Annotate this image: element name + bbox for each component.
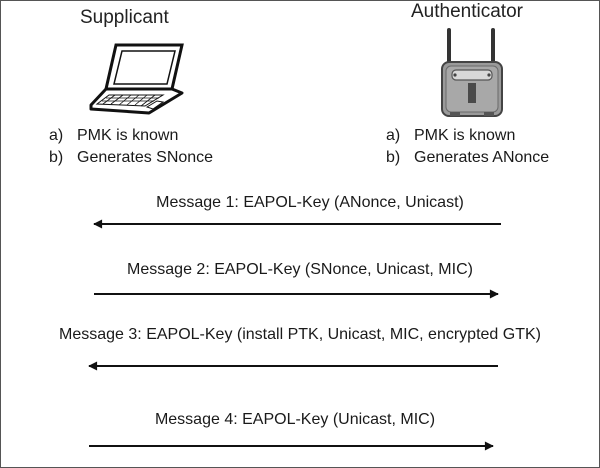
message-1-label: Message 1: EAPOL-Key (ANonce, Unicast) — [156, 194, 464, 211]
message-2-label: Message 2: EAPOL-Key (SNonce, Unicast, M… — [127, 261, 473, 278]
fact-text: PMK is known — [414, 127, 516, 144]
message-4-label: Message 4: EAPOL-Key (Unicast, MIC) — [154, 411, 436, 428]
access-point-icon — [441, 28, 503, 117]
list-marker: b) — [49, 149, 64, 166]
authenticator-facts: a) PMK is known b) Generates ANonce — [386, 125, 549, 169]
supplicant-title: Supplicant — [80, 7, 169, 28]
fact-text: PMK is known — [77, 127, 179, 144]
list-marker: a) — [49, 127, 64, 144]
fact-text: Generates SNonce — [77, 149, 214, 166]
list-marker: b) — [386, 149, 401, 166]
list-item: b) Generates ANonce — [386, 147, 549, 169]
list-item: a) PMK is known — [386, 125, 549, 147]
fact-text: Generates ANonce — [414, 149, 550, 166]
list-marker: a) — [386, 127, 401, 144]
list-item: a) PMK is known — [49, 125, 213, 147]
authenticator-title: Authenticator — [411, 1, 523, 22]
message-3-label: Message 3: EAPOL-Key (install PTK, Unica… — [59, 326, 541, 343]
list-item: b) Generates SNonce — [49, 147, 213, 169]
supplicant-facts: a) PMK is known b) Generates SNonce — [49, 125, 213, 169]
laptop-icon — [89, 43, 184, 115]
